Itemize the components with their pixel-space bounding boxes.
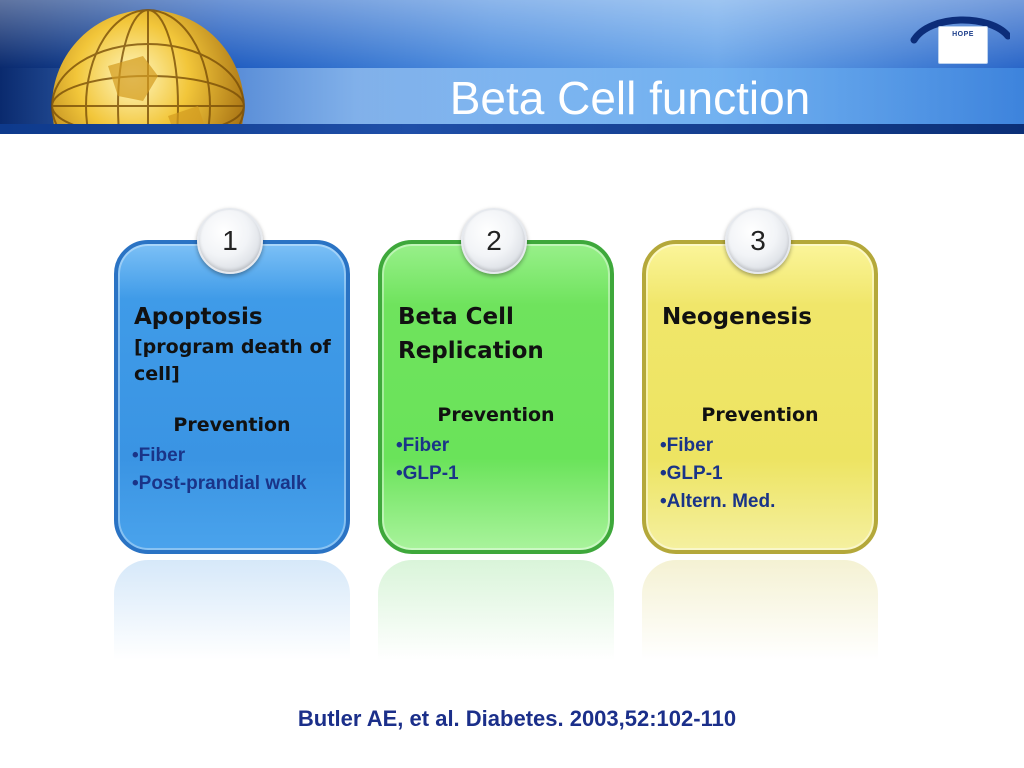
- slide-title: Beta Cell function: [449, 72, 811, 124]
- card-reflection: [642, 560, 878, 660]
- list-item: GLP-1: [660, 460, 868, 488]
- step-number-badge: 2: [461, 208, 527, 274]
- prevention-list: Fiber Post-prandial walk: [132, 442, 340, 498]
- card-beta-cell-replication: Beta Cell Replication Prevention Fiber G…: [378, 240, 614, 554]
- card-heading: Neogenesis: [662, 304, 812, 330]
- card-heading: Apoptosis: [134, 304, 263, 330]
- prevention-list: Fiber GLP-1: [396, 432, 604, 488]
- card-neogenesis: Neogenesis Prevention Fiber GLP-1 Altern…: [642, 240, 878, 554]
- step-number: 2: [486, 225, 502, 256]
- step-number: 1: [222, 225, 238, 256]
- slide-header: Beta Cell function HOPE: [0, 0, 1024, 124]
- step-number-badge: 3: [725, 208, 791, 274]
- prevention-label: Prevention: [173, 414, 291, 436]
- card-heading: Beta Cell Replication: [398, 304, 544, 364]
- globe-icon: [51, 9, 245, 124]
- card-reflection: [378, 560, 614, 660]
- list-item: Post-prandial walk: [132, 470, 340, 498]
- prevention-label: Prevention: [701, 404, 819, 426]
- list-item: GLP-1: [396, 460, 604, 488]
- hope-logo-icon: HOPE: [910, 12, 1010, 66]
- header-rule: [0, 124, 1024, 134]
- list-item: Altern. Med.: [660, 488, 868, 516]
- list-item: Fiber: [396, 432, 604, 460]
- prevention-list: Fiber GLP-1 Altern. Med.: [660, 432, 868, 516]
- card-apoptosis: Apoptosis [program death of cell] Preven…: [114, 240, 350, 554]
- list-item: Fiber: [132, 442, 340, 470]
- logo-box: HOPE: [938, 26, 988, 64]
- card-reflection: [114, 560, 350, 660]
- citation: Butler AE, et al. Diabetes. 2003,52:102-…: [297, 706, 737, 731]
- step-number: 3: [750, 225, 766, 256]
- list-item: Fiber: [660, 432, 868, 460]
- step-number-badge: 1: [197, 208, 263, 274]
- card-subheading: [program death of cell]: [134, 336, 331, 385]
- prevention-label: Prevention: [437, 404, 555, 426]
- logo-text: HOPE: [952, 31, 974, 38]
